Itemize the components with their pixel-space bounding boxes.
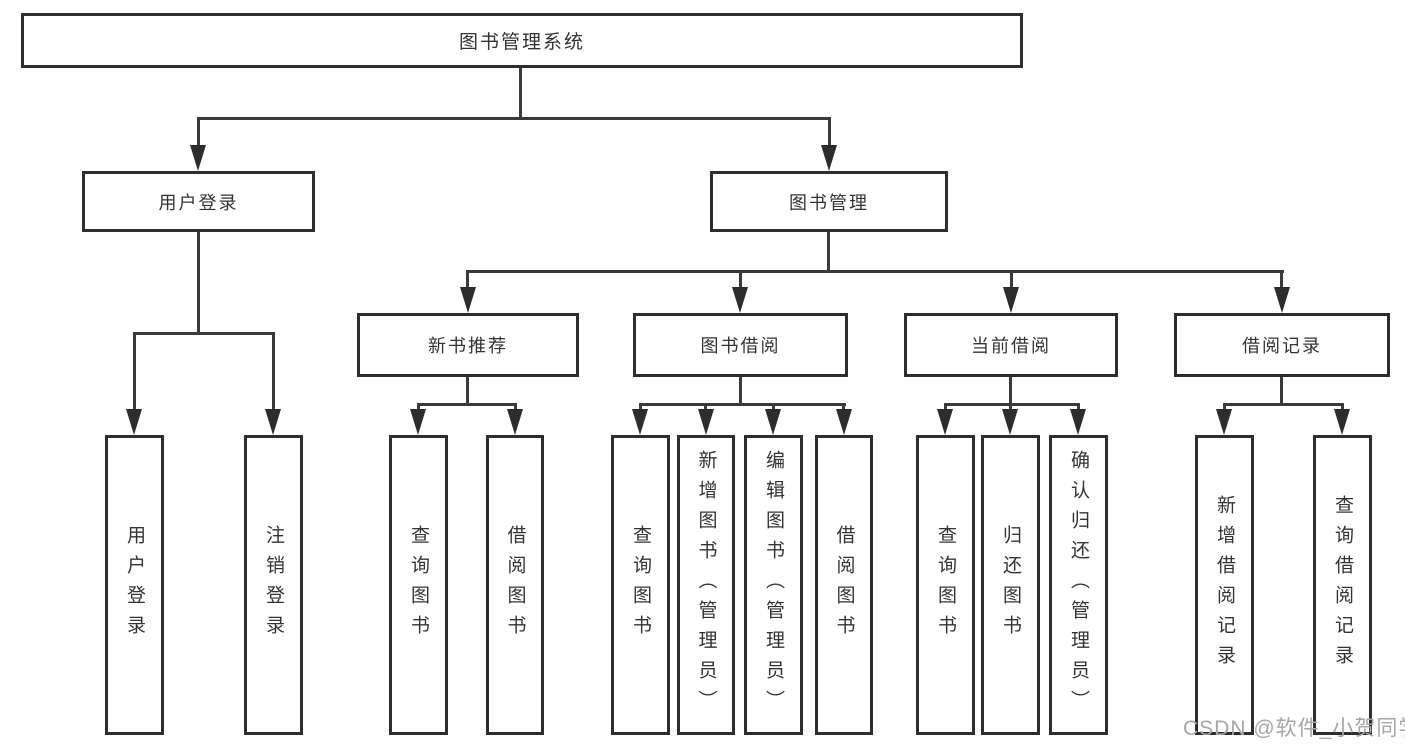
arrowhead-down [937,409,953,435]
connector-line [827,232,830,273]
leaf-label: 查询借阅记录 [1332,495,1353,675]
arrowhead-down [265,409,281,435]
node-leaf-return-book: 归还图书 [981,435,1040,735]
node-leaf-query-book-recommend: 查询图书 [389,435,448,735]
leaf-label: 新增图书（管理员） [695,450,717,720]
connector-line [842,403,845,412]
node-leaf-query-borrow-record: 查询借阅记录 [1313,435,1372,735]
node-user-login: 用户登录 [82,171,315,232]
leaf-label: 新增借阅记录 [1214,495,1235,675]
arrowhead-down [507,409,523,435]
arrowhead-down [698,409,714,435]
connector-line [704,403,707,412]
connector-line [1010,270,1013,290]
arrowhead-down [821,145,837,171]
connector-line [828,117,831,148]
node-leaf-query-book-borrow: 查询图书 [611,435,670,735]
connector-line [1280,377,1283,406]
connector-line [739,377,742,406]
node-leaf-query-book-current: 查询图书 [916,435,975,735]
arrowhead-down [632,409,648,435]
arrowhead-down [1274,287,1290,313]
connector-line [739,270,742,290]
connector-line [197,117,830,120]
arrowhead-down [732,287,748,313]
arrowhead-down [410,409,426,435]
leaf-label: 查询图书 [630,525,651,645]
connector-line [1223,403,1226,412]
arrowhead-down [1216,409,1232,435]
connector-line [519,68,522,118]
arrowhead-down [460,287,476,313]
connector-line [1280,270,1283,290]
arrowhead-down [1070,409,1086,435]
leaf-label: 借阅图书 [833,525,855,645]
node-leaf-edit-book-admin: 编辑图书（管理员） [744,435,803,735]
leaf-label: 借阅图书 [504,525,526,645]
connector-line [417,403,517,406]
arrowhead-down [1003,287,1019,313]
connector-line [772,403,775,412]
node-root: 图书管理系统 [21,13,1023,68]
leaf-label: 确认归还（管理员） [1068,450,1089,720]
connector-line [197,117,200,148]
arrowhead-down [1002,409,1018,435]
connector-line [1341,403,1344,412]
leaf-label: 注销登录 [263,525,284,645]
connector-line [1223,403,1344,406]
node-leaf-borrow-book-recommend: 借阅图书 [486,435,544,735]
connector-line [272,332,275,411]
connector-line [466,270,1284,273]
node-leaf-borrow-book: 借阅图书 [815,435,873,735]
node-book-management: 图书管理 [710,171,948,232]
connector-line [1009,377,1012,406]
connector-line [133,332,136,411]
node-leaf-logout: 注销登录 [244,435,303,735]
arrowhead-down [765,409,781,435]
connector-line [639,403,642,412]
connector-line [417,403,420,412]
node-new-book-recommend: 新书推荐 [357,313,579,377]
connector-line [1077,403,1080,412]
arrowhead-down [126,409,142,435]
connector-line [944,403,1080,406]
leaf-label: 查询图书 [935,525,956,645]
connector-line [466,377,469,406]
leaf-label: 用户登录 [124,525,145,645]
connector-line [133,332,275,335]
leaf-label: 查询图书 [408,525,429,645]
arrowhead-down [1334,409,1350,435]
connector-line [639,403,846,406]
arrowhead-down [836,409,852,435]
csdn-watermark: CSDN @软件_小贺同学 [1183,717,1405,740]
connector-line [197,232,200,335]
node-leaf-confirm-return-admin: 确认归还（管理员） [1049,435,1108,735]
leaf-label: 编辑图书（管理员） [763,450,784,720]
node-leaf-add-borrow-record: 新增借阅记录 [1195,435,1254,735]
arrowhead-down [190,145,206,171]
connector-line [1009,403,1012,412]
node-borrow-records: 借阅记录 [1174,313,1390,377]
node-book-borrow: 图书借阅 [633,313,848,377]
connector-line [466,270,469,290]
leaf-label: 归还图书 [1000,525,1021,645]
connector-line [514,403,517,412]
node-leaf-user-login: 用户登录 [105,435,164,735]
node-leaf-add-book-admin: 新增图书（管理员） [677,435,735,735]
connector-line [944,403,947,412]
node-current-borrow: 当前借阅 [904,313,1118,377]
